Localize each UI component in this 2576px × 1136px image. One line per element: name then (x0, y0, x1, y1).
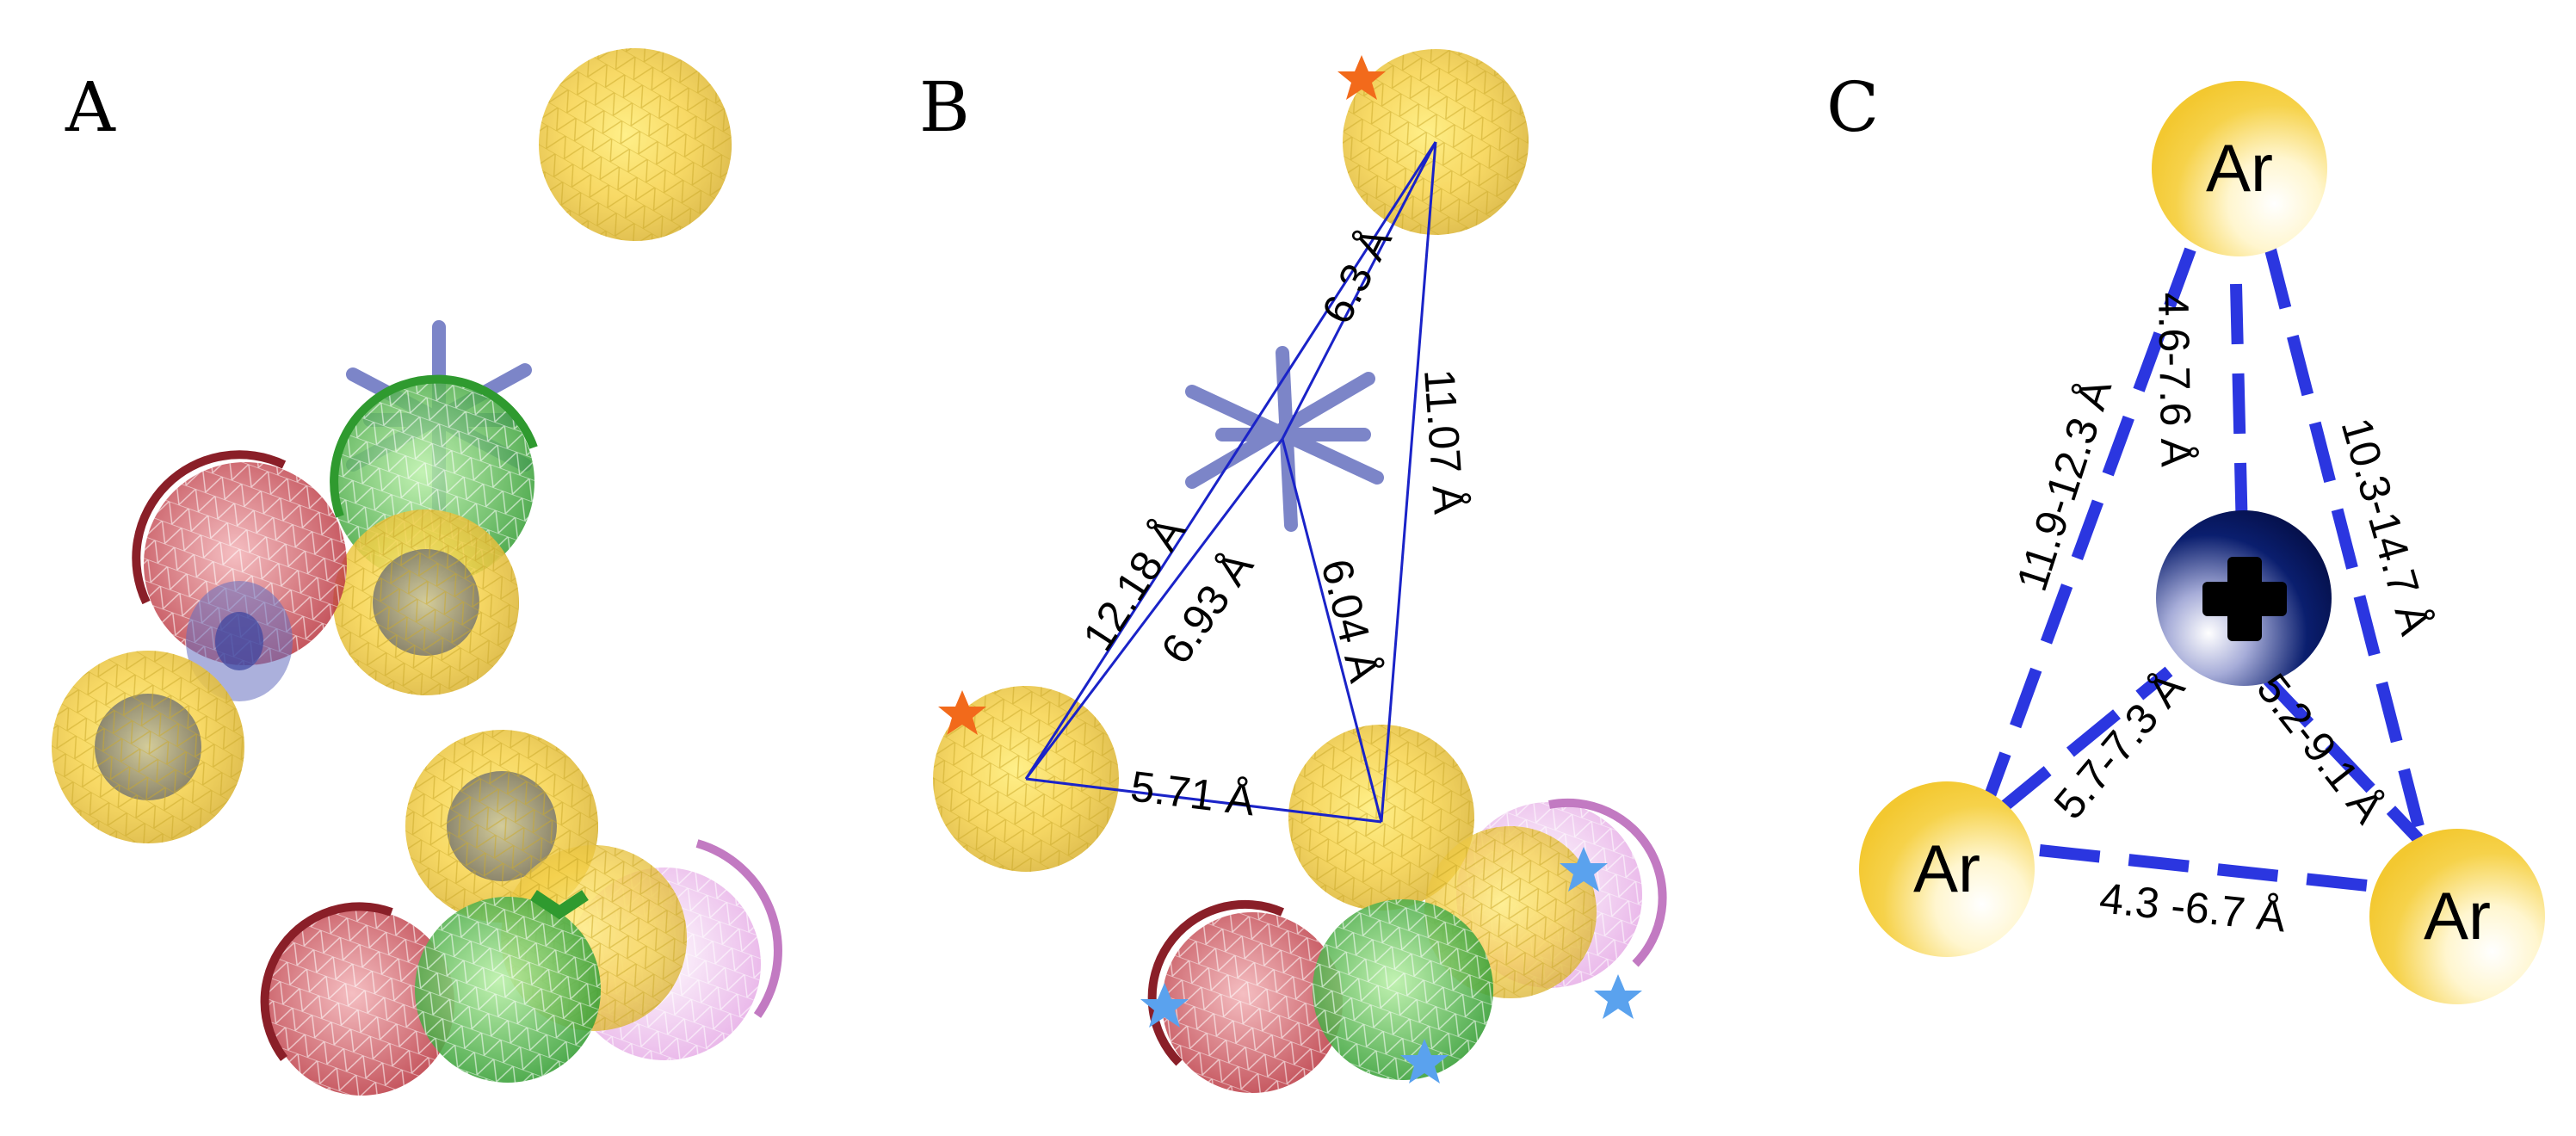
panel-c-label: C (1826, 67, 1879, 147)
plus-icon (2202, 557, 2287, 641)
line-center-to-bottom (1281, 438, 1383, 823)
aromatic-label-left: Ar (1913, 830, 1980, 906)
distance-label-10-3-14-7: 10.3-14.7 Å (2332, 413, 2439, 641)
distance-label-6-04: 6.04 Å (1312, 554, 1388, 687)
dashed-distance-lines (1982, 247, 2425, 892)
aromatic-ring-left: Ar (1859, 781, 2035, 957)
panel-b-label: B (919, 67, 970, 147)
blue-star-icon (1594, 974, 1642, 1019)
aromatic-sphere-middle (333, 509, 519, 695)
line-top-to-bottom (1380, 141, 1437, 823)
line-left-to-center (1024, 438, 1284, 780)
acceptor-sphere-red-b (1147, 899, 1343, 1093)
distance-label-11-07: 11.07 Å (1415, 367, 1473, 516)
distance-label-4-3-6-7: 4.3 -6.7 Å (2097, 874, 2289, 941)
distance-lines-b (1024, 141, 1437, 824)
dash-top-to-right (2264, 248, 2425, 828)
panel-c: C Ar Ar Ar 4.6-7.6 Å (1826, 67, 2545, 1004)
blue-ring-marker (186, 581, 293, 701)
aromatic-sphere-left (52, 651, 244, 843)
panel-a-label: A (65, 67, 116, 147)
aromatic-sphere-bottom (405, 730, 598, 923)
cation-center (2156, 510, 2332, 686)
distance-label-5-71: 5.71 Å (1128, 762, 1258, 824)
donor-sphere-green-bottom (415, 890, 601, 1083)
dash-left-to-right (2039, 844, 2376, 892)
dash-top-to-cation (2230, 283, 2248, 534)
dash-top-to-left (1982, 247, 2196, 803)
line-left-to-top (1024, 141, 1437, 780)
acceptor-sphere-red-bottom (260, 902, 454, 1096)
panel-b: B (919, 49, 1667, 1093)
dash-right-to-cation (2263, 676, 2424, 843)
aromatic-label-top: Ar (2206, 130, 2273, 206)
aromatic-ring-top: Ar (2152, 81, 2327, 256)
aromatic-sphere-top (539, 48, 732, 241)
panel-a: A (52, 48, 782, 1096)
line-top-to-center (1281, 141, 1437, 440)
aromatic-ring-right: Ar (2369, 829, 2545, 1004)
dash-left-to-cation (1997, 666, 2173, 814)
distance-label-6-3: 6.3 Å (1313, 219, 1401, 331)
distance-label-5-7-7-3: 5.7-7.3 Å (2045, 663, 2195, 828)
donor-sphere-green-b (1313, 899, 1493, 1080)
distance-label-4-6-7-6: 4.6-7.6 Å (2149, 292, 2201, 468)
line-left-to-bottom (1025, 777, 1382, 824)
distance-label-11-9-12-3: 11.9-12.3 Å (2007, 373, 2121, 596)
distance-label-5-2-9-1: 5.2-9.1 Å (2247, 664, 2393, 832)
aromatic-label-right: Ar (2424, 878, 2491, 954)
